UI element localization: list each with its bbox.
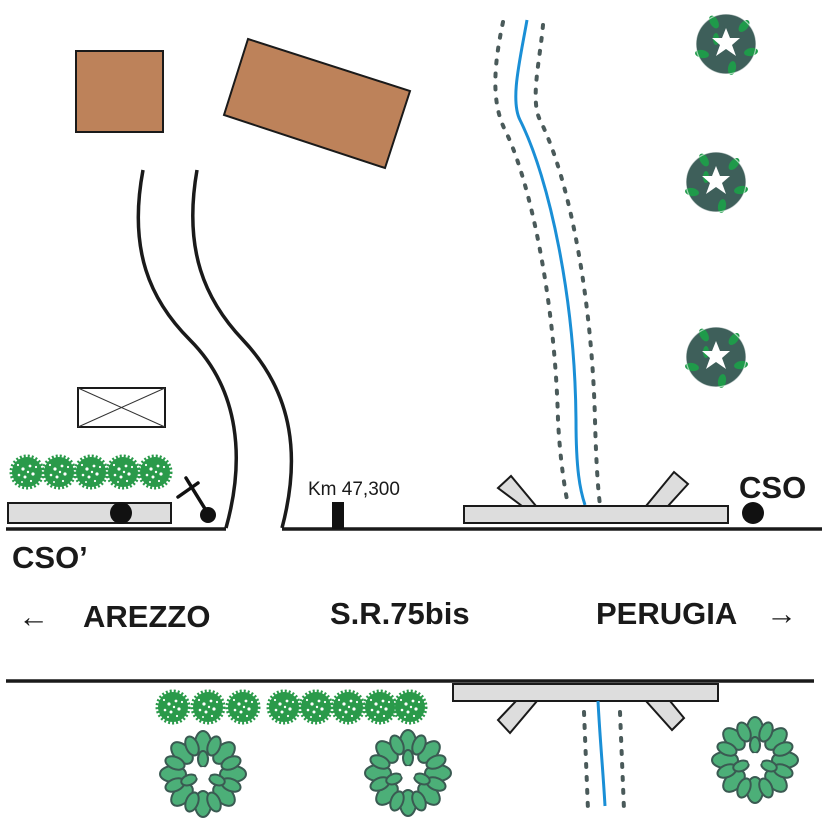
cso-left-label: CSO’: [12, 540, 88, 575]
side-road-left-edge: [136, 169, 238, 529]
building-square: [75, 50, 164, 133]
hedge-row-lower: [155, 689, 428, 725]
tree-icon: [711, 716, 799, 804]
km-marker-label: Km 47,300: [308, 479, 400, 500]
cso-left-marker: [110, 502, 132, 524]
tree-icon: [693, 13, 760, 77]
cross-marker-dot: [200, 507, 216, 523]
cross-marker-icon: [176, 476, 209, 514]
tree-icon: [683, 151, 750, 215]
direction-right-label: PERUGIA: [596, 596, 737, 631]
arrow-right-icon: →: [766, 596, 797, 631]
bridge-lower: [452, 683, 719, 735]
river-lower: [582, 700, 626, 812]
bridge-upper: [463, 470, 729, 524]
cso-right-label: CSO: [739, 470, 806, 505]
river-upper: [493, 19, 602, 507]
tree-icon: [159, 730, 247, 818]
crossed-box-structure: [77, 387, 166, 428]
side-road-right-edge: [191, 169, 294, 529]
tree-icon: [683, 326, 750, 390]
hedge-row-upper: [9, 454, 173, 490]
left-bridge-slab: [7, 502, 172, 524]
km-post: [332, 502, 344, 529]
building-rotated: [222, 37, 412, 170]
tree-icon: [364, 729, 452, 817]
road-name-label: S.R.75bis: [330, 596, 470, 631]
cso-right-marker: [742, 502, 764, 524]
arrow-left-icon: ←: [18, 599, 49, 634]
direction-left-label: AREZZO: [83, 599, 210, 634]
